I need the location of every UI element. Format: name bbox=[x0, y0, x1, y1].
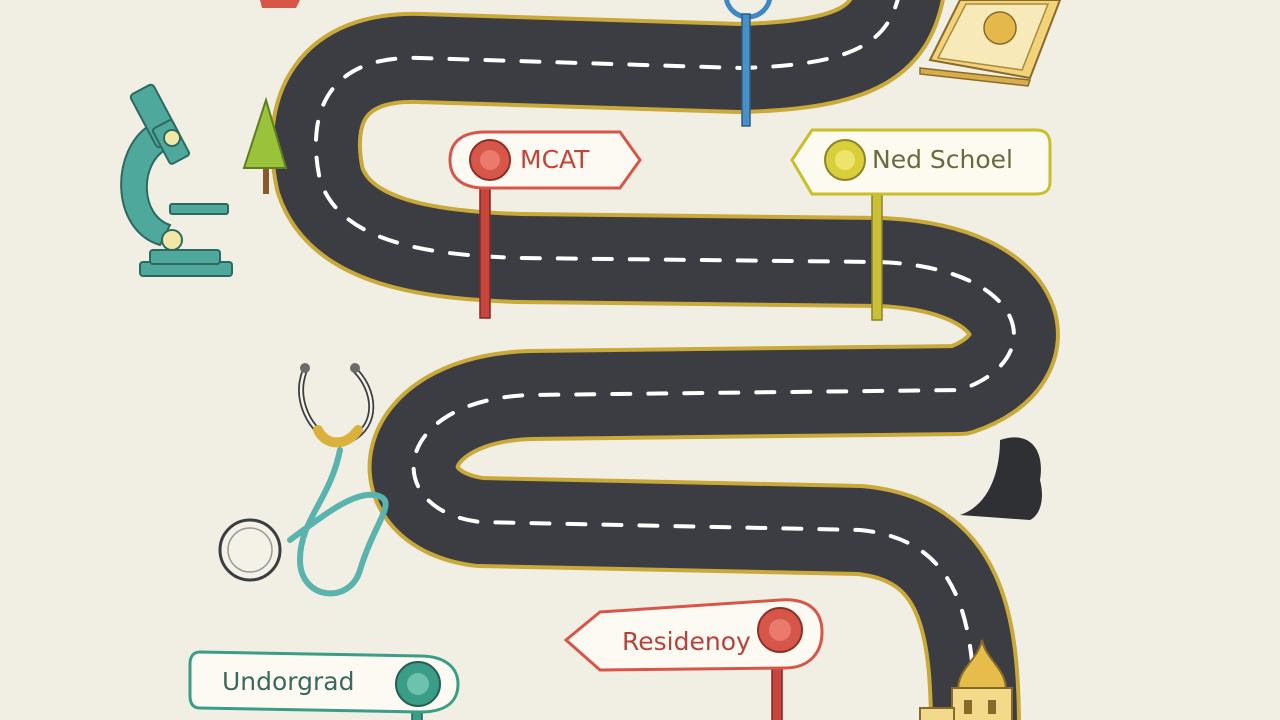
road-end-debris bbox=[960, 437, 1042, 520]
undergrad-sign-label: Undorgrad bbox=[222, 667, 354, 696]
building-icon bbox=[919, 639, 1013, 720]
sign-undergrad: Undorgrad bbox=[188, 650, 460, 720]
mcat-sign-label: MCAT bbox=[520, 145, 590, 174]
microscope-icon bbox=[120, 83, 233, 277]
med-school-sign-label: Ned Schoel bbox=[872, 145, 1013, 174]
winding-road bbox=[270, 0, 1060, 720]
sign-residency: Residenoy bbox=[563, 598, 824, 720]
cropped-top-mark bbox=[260, 0, 300, 8]
sign-med-school: Ned Schoel bbox=[790, 128, 1052, 321]
tree-icon bbox=[242, 96, 288, 194]
sign-mcat: MCAT bbox=[448, 130, 642, 319]
lane-markings bbox=[314, 0, 1016, 720]
residency-sign-label: Residenoy bbox=[622, 627, 751, 656]
book-icon bbox=[919, 0, 1062, 87]
stethoscope-icon bbox=[218, 363, 389, 597]
magnifier-icon bbox=[724, 0, 772, 127]
